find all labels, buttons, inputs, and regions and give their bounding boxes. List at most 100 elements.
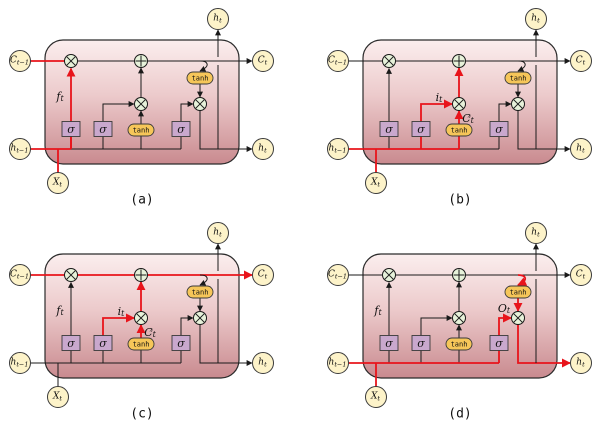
tanh-output-pill-label: tanh [510, 75, 527, 83]
output-gate-wire [498, 101, 512, 122]
tanh-candidate-pill [445, 337, 473, 351]
input-gate-wire [420, 315, 453, 336]
sigma-input-box-label: σ [417, 123, 425, 136]
h-top-circle [525, 222, 547, 244]
sigma-forget-box-label: σ [67, 337, 75, 350]
sigma-output-box [171, 121, 191, 137]
forget-multiply-icon-sign [384, 270, 394, 280]
h-next-circle [570, 138, 592, 160]
h-out [199, 324, 253, 366]
panel-caption: (d) [448, 407, 471, 422]
cell-to-tanh [199, 274, 208, 286]
sigma-forget-box-label: σ [385, 337, 393, 350]
h-out [517, 324, 571, 368]
sigma-input-box [411, 121, 431, 137]
sigma-forget-box [379, 121, 399, 137]
output-multiply-icon-sign [513, 99, 523, 109]
h-top-label: ht [213, 228, 222, 239]
sigma-output-box-label: σ [177, 123, 185, 136]
sigma-forget-box-label: σ [385, 123, 393, 136]
tanh-output-pill [186, 285, 214, 299]
h-prev-label: ht−1 [329, 144, 347, 155]
c-next-circle [570, 50, 592, 72]
sigma-input-box [411, 335, 431, 351]
sigma-output-box [489, 121, 509, 137]
x-in-label: Xt [52, 392, 62, 403]
c-next-label: Ct [258, 56, 268, 67]
c-prev-label: Ct−1 [10, 56, 29, 67]
output-multiply-icon-sign [513, 313, 523, 323]
c-prev-label: Ct−1 [10, 270, 29, 281]
panel-caption: (b) [448, 193, 471, 208]
h-next-circle [252, 352, 274, 374]
tanh-output-pill-label: tanh [510, 289, 527, 297]
tanh-candidate-pill [445, 123, 473, 137]
cell-add-icon-sign [453, 269, 465, 281]
x-in-label: Xt [52, 178, 62, 189]
forget-multiply-icon-sign [384, 56, 394, 66]
input-multiply-icon-sign [136, 313, 146, 323]
x-in-label: Xt [370, 392, 380, 403]
gate-label-2: C̃t [144, 326, 156, 339]
tanh-output-pill [504, 71, 532, 85]
tanh-output-pill-label: tanh [192, 75, 209, 83]
h-top-circle [207, 8, 229, 30]
gate-label-1: it [118, 305, 126, 318]
input-multiply-icon-sign [454, 99, 464, 109]
gate-label-0: ft [373, 304, 382, 317]
sigma-output-box-label: σ [495, 337, 503, 350]
cell-add-icon-sign [453, 55, 465, 67]
h-prev-circle [9, 352, 31, 374]
h-prev-label: ht−1 [329, 358, 347, 369]
output-gate-wire [180, 101, 194, 122]
gate-label-0: it [436, 91, 444, 104]
sigma-input-box-label: σ [99, 123, 107, 136]
input-multiply-icon-sign [454, 313, 464, 323]
input-gate-wire [102, 313, 135, 336]
tanh-output-pill [504, 285, 532, 299]
sigma-forget-box [379, 335, 399, 351]
h-next-label: ht [576, 358, 585, 369]
c-next-label: Ct [576, 270, 586, 281]
tanh-output-pill-label: tanh [192, 289, 209, 297]
h-prev-circle [9, 138, 31, 160]
sigma-output-box-label: σ [495, 123, 503, 136]
h-next-circle [252, 138, 274, 160]
tanh-candidate-pill-label: tanh [133, 127, 150, 135]
h-top-circle [525, 8, 547, 30]
h-prev-circle [327, 352, 349, 374]
x-in-circle [365, 386, 387, 408]
sigma-input-box [93, 335, 113, 351]
c-prev-circle [9, 264, 31, 286]
gate-label-0: ft [55, 304, 64, 317]
output-multiply-icon-sign [195, 313, 205, 323]
h-next-label: ht [576, 144, 585, 155]
c-next-label: Ct [576, 56, 586, 67]
cell-add-icon-sign [135, 269, 147, 281]
sigma-output-box [489, 335, 509, 351]
gate-label-0: ft [55, 90, 64, 103]
panel-caption: (a) [130, 193, 153, 208]
input-multiply-icon-sign [136, 99, 146, 109]
tanh-candidate-pill-label: tanh [451, 341, 468, 349]
h-top-label: ht [213, 14, 222, 25]
c-next-label: Ct [258, 270, 268, 281]
h-out [517, 110, 571, 152]
tanh-candidate-pill-label: tanh [451, 127, 468, 135]
tanh-candidate-pill [127, 123, 155, 137]
gate-label-1: C̃t [462, 112, 474, 125]
h-out [199, 110, 253, 152]
output-multiply-icon-sign [195, 99, 205, 109]
h-top-label: ht [531, 14, 540, 25]
c-prev-label: Ct−1 [328, 56, 347, 67]
input-gate-wire [102, 101, 135, 122]
cell-to-tanh [517, 274, 528, 286]
sigma-forget-box [61, 335, 81, 351]
sigma-forget-box [61, 121, 81, 137]
h-next-label: ht [258, 144, 267, 155]
